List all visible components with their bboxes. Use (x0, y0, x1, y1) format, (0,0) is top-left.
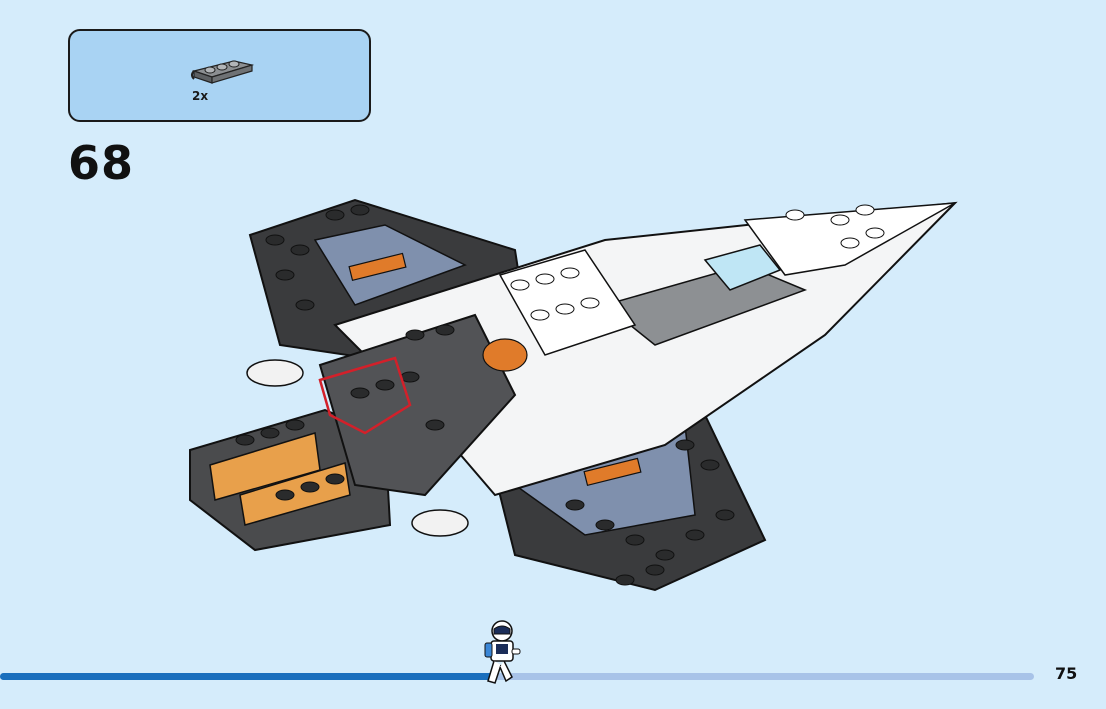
orange-cone (482, 338, 528, 372)
spaceship-model-illustration (189, 198, 958, 592)
center-body (318, 313, 517, 497)
lower-orange-accent (583, 457, 642, 487)
parts-callout: 2x (68, 29, 371, 122)
progress-bar-fill (0, 673, 496, 680)
lower-side-pod (411, 509, 469, 537)
grey-plate-with-clip-icon (191, 60, 254, 84)
astronaut-progress-icon (484, 620, 521, 684)
page-number: 75 (1055, 664, 1078, 683)
new-part-highlight (318, 356, 412, 435)
step-number: 68 (68, 136, 135, 190)
white-studs (510, 204, 885, 321)
part-quantity: 2x (192, 89, 209, 103)
studs (235, 204, 735, 586)
cockpit-recess (603, 264, 808, 346)
progress-bar (0, 673, 1034, 680)
upper-side-pod (246, 359, 304, 387)
canopy (703, 244, 782, 291)
engine-orange-right (239, 462, 351, 526)
upper-orange-accent (348, 252, 407, 282)
white-brick-stack (498, 249, 637, 356)
